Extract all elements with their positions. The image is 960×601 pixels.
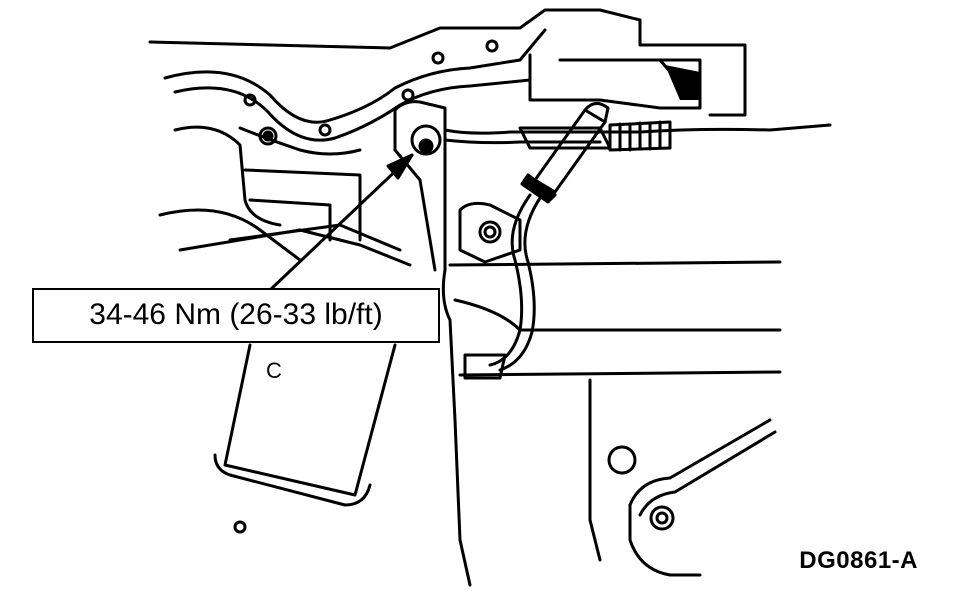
housing-flange-outline [150, 10, 560, 48]
lower-frame-hole [609, 447, 635, 473]
left-housing-rib [180, 230, 410, 265]
mount-boss-bolt-inner [485, 227, 495, 237]
upper-hatched-region [665, 65, 700, 100]
torque-spec-callout: 34-46 Nm (26-33 lb/ft) [32, 288, 440, 343]
pan-body [225, 345, 395, 495]
flange-bolt-hole-5 [433, 53, 443, 63]
upper-right-panel [640, 20, 745, 115]
flange-bolt-hole-6-inner [264, 132, 272, 140]
pan-flange [215, 455, 370, 505]
crossmember-lower [455, 300, 780, 330]
flange-bolt-hole-4 [487, 41, 497, 51]
mount-boss-bolt [480, 222, 500, 242]
lower-bracket-bolt-inner [657, 513, 667, 523]
left-housing-inner-2 [250, 200, 330, 240]
sensor-wire-2 [500, 198, 540, 370]
upper-right-top [560, 10, 640, 20]
bracket-left-edge [395, 110, 435, 270]
flange-inner-edge [175, 80, 530, 140]
sensor-probe-body [535, 110, 605, 192]
mount-boss [460, 203, 520, 262]
mounting-bracket-body [395, 102, 455, 420]
crossmember-upper [450, 262, 780, 265]
frame-lower-diag [455, 420, 470, 585]
lower-bracket-plate [630, 420, 770, 505]
callout-arrow-head [388, 155, 412, 178]
flange-bolt-hole-1 [245, 95, 255, 105]
crossmember-bottom [460, 372, 780, 375]
cable-upper-run-2 [445, 140, 600, 143]
lower-bracket-bolt [651, 507, 673, 529]
sensor-probe-collar [522, 175, 555, 202]
left-housing-outline [160, 210, 300, 260]
housing-flange-lower [165, 30, 545, 122]
cable-upper-run [445, 125, 830, 133]
figure-reference-code: DG0861-A [799, 547, 918, 574]
frame-rail-right [590, 380, 600, 560]
upper-right-housing [530, 55, 700, 108]
bracket-bolt-head [412, 126, 440, 154]
flange-bottom-edge [240, 128, 360, 154]
lower-bracket-plate-2 [640, 432, 775, 515]
flange-bolt-hole-2 [320, 125, 330, 135]
sensor-probe-tip [585, 103, 608, 122]
pan-part-marking: C [266, 358, 282, 383]
lower-bracket-edge [630, 505, 700, 575]
bracket-bolt-center [420, 140, 432, 152]
left-housing-inner [245, 170, 360, 240]
flange-bolt-hole-3 [403, 90, 413, 100]
flange-bolt-hole-6 [260, 128, 276, 144]
small-pan-hole [235, 522, 245, 532]
left-housing-rib-2 [230, 225, 400, 250]
sensor-wire [490, 195, 530, 365]
wire-clip [465, 355, 505, 378]
left-housing-curve [175, 127, 280, 225]
